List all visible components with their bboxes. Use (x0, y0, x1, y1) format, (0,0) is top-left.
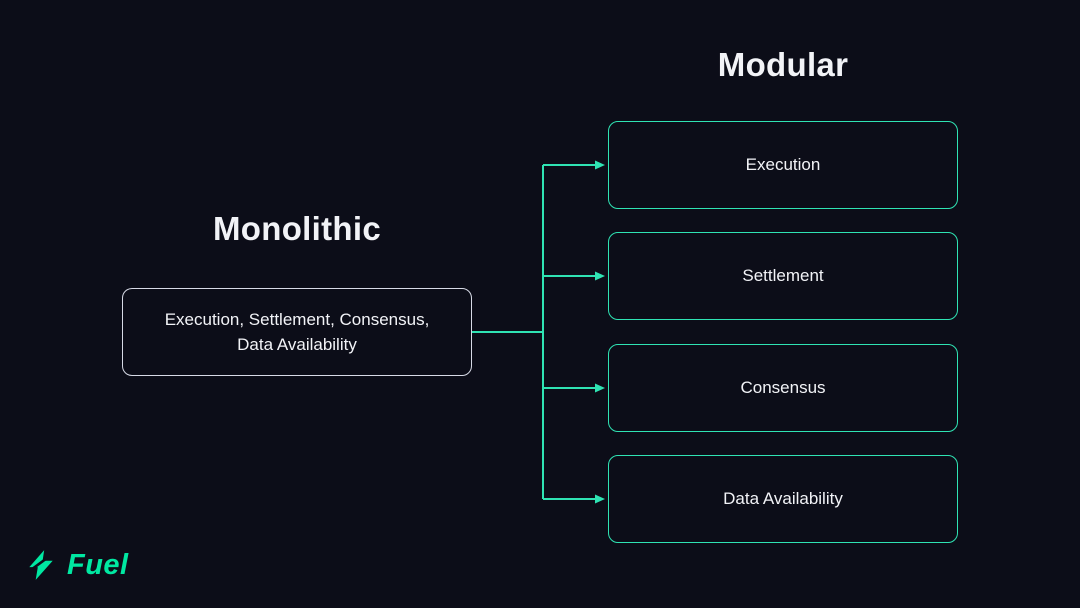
modular-box-label: Settlement (742, 266, 824, 286)
monolithic-title: Monolithic (213, 210, 381, 247)
fuel-wordmark: Fuel (67, 548, 129, 581)
modular-box-data-availability: Data Availability (608, 455, 958, 543)
lightning-bolt-icon (29, 550, 53, 580)
monolithic-box: Execution, Settlement, Consensus, Data A… (122, 288, 472, 376)
modular-box-label: Consensus (740, 378, 826, 398)
modular-box-label: Data Availability (723, 489, 843, 509)
modular-box-settlement: Settlement (608, 232, 958, 320)
modular-box-label: Execution (745, 155, 821, 175)
modular-box-execution: Execution (608, 121, 958, 209)
fuel-logo: Fuel (24, 548, 129, 582)
modular-box-consensus: Consensus (608, 344, 958, 432)
monolithic-box-label: Execution, Settlement, Consensus, Data A… (164, 309, 430, 355)
modular-title: Modular (717, 46, 849, 83)
